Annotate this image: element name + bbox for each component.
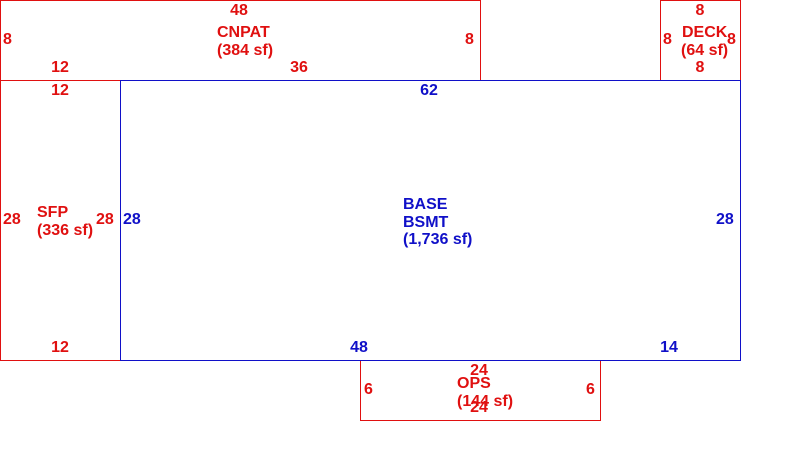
deck-dim-bottom: 8 [695,59,705,76]
deck-dim-right: 8 [727,31,736,48]
base-name-line1: BASE [403,196,448,213]
ops-dim-bottom: 24 [470,399,488,416]
base-bsmt-area [120,80,741,361]
cnpat-dim-right: 8 [465,31,474,48]
base-dim-bottom-left: 48 [350,339,368,356]
cnpat-dim-top: 48 [230,2,248,19]
ops-dim-top: 24 [470,362,488,379]
cnpat-dim-left: 8 [3,31,12,48]
base-area-sf: (1,736 sf) [403,231,473,248]
base-dim-left: 28 [123,211,141,228]
base-dim-top: 62 [420,82,438,99]
base-name-line2: BSMT [403,214,449,231]
ops-dim-left: 6 [364,381,373,398]
deck-dim-left: 8 [663,31,672,48]
sfp-dim-top: 12 [51,82,69,99]
deck-dim-top: 8 [695,2,705,19]
sfp-dim-right: 28 [96,211,114,228]
sfp-area-sf: (336 sf) [37,222,94,239]
cnpat-dim-bottom-left: 12 [51,59,69,76]
sfp-dim-left: 28 [3,211,21,228]
cnpat-dim-bottom-mid: 36 [290,59,308,76]
base-dim-right: 28 [716,211,734,228]
cnpat-area-sf: (384 sf) [217,42,274,59]
sfp-dim-bottom: 12 [51,339,69,356]
sfp-name: SFP [37,204,69,221]
deck-area-sf: (64 sf) [681,42,729,59]
ops-area-sf: (144 sf) [457,393,514,410]
cnpat-name: CNPAT [217,24,270,41]
deck-name: DECK [682,24,728,41]
base-dim-bottom-right: 14 [660,339,678,356]
ops-dim-right: 6 [586,381,595,398]
ops-name: OPS [457,375,491,392]
